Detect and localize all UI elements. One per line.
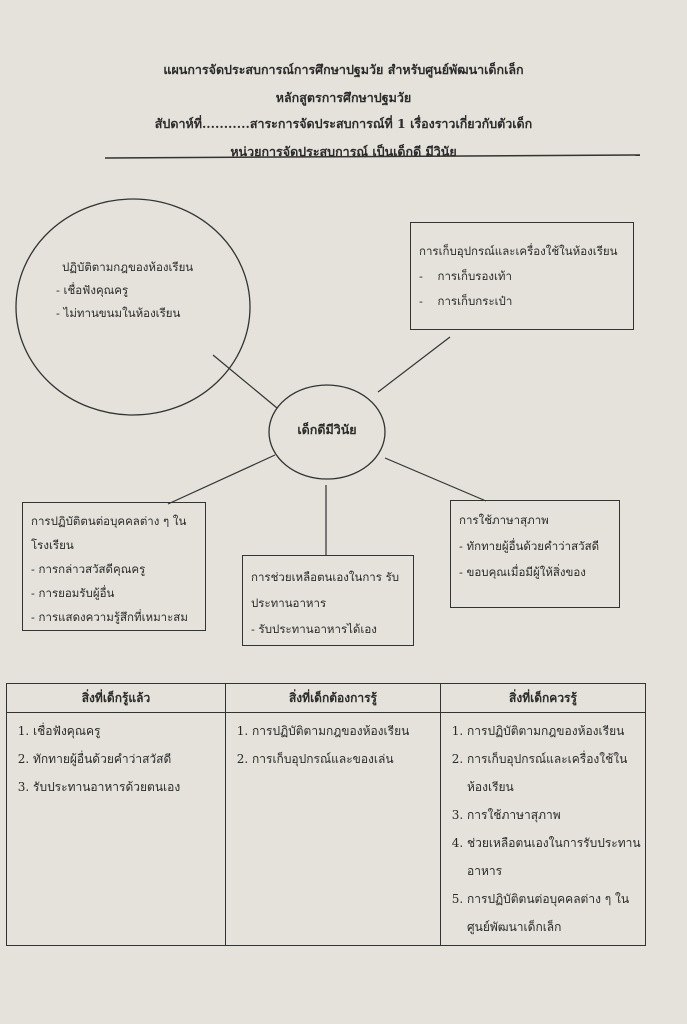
unit-title: หน่วยการจัดประสบการณ์ เป็นเด็กดี มีวินัย (230, 144, 457, 159)
cell-want-to-know: การปฏิบัติตามกฎของห้องเรียน การเก็บอุปกร… (225, 712, 441, 946)
connector (384, 457, 487, 502)
list-item: ช่วยเหลือตนเองในการรับประทานอาหาร (467, 829, 641, 885)
center-circle (268, 384, 386, 480)
node-item: - ทักทายผู้อื่นด้วยคำว่าสวัสดี (459, 539, 600, 553)
node-self-help-eating: การช่วยเหลือตนเองในการ รับประทานอาหาร - … (242, 555, 414, 646)
node-title: ปฏิบัติตามกฎของห้องเรียน (62, 260, 194, 274)
connector (167, 454, 276, 505)
node-item: - ไม่ทานขนมในห้องเรียน (56, 306, 181, 320)
kwl-table: สิ่งที่เด็กรู้แล้ว สิ่งที่เด็กต้องการรู้… (6, 683, 646, 946)
header-divider (104, 154, 641, 159)
table-row: เชื่อฟังคุณครู ทักทายผู้อื่นด้วยคำว่าสวั… (6, 712, 646, 946)
node-title: การใช้ภาษาสุภาพ (459, 513, 549, 527)
cell-should-know: การปฏิบัติตามกฎของห้องเรียน การเก็บอุปกร… (440, 712, 646, 946)
list-item: เชื่อฟังคุณครู (33, 717, 221, 745)
node-polite-language: การใช้ภาษาสุภาพ - ทักทายผู้อื่นด้วยคำว่า… (450, 500, 620, 608)
node-item: - การกล่าวสวัสดีคุณครู (31, 562, 146, 576)
list-item: ทักทายผู้อื่นด้วยคำว่าสวัสดี (33, 745, 221, 773)
node-item: - รับประทานอาหารได้เอง (251, 622, 377, 636)
connector (377, 336, 451, 393)
node-item: - การยอมรับผู้อื่น (31, 586, 115, 600)
center-topic: เด็กดีมีวินัย (297, 422, 357, 437)
node-item: - การแสดงความรู้สึกที่เหมาะสม (31, 610, 188, 624)
week-topic: สัปดาห์ที่...........สาระการจัดประสบการณ… (154, 116, 533, 131)
header-should-know: สิ่งที่เด็กควรรู้ (440, 683, 646, 713)
header-want-to-know: สิ่งที่เด็กต้องการรู้ (225, 683, 441, 713)
list-item: การเก็บอุปกรณ์และเครื่องใช้ในห้องเรียน (467, 745, 641, 801)
node-classroom-rules: ปฏิบัติตามกฎของห้องเรียน - เชื่อฟังคุณคร… (56, 256, 194, 325)
list-item: การปฏิบัติตามกฎของห้องเรียน (467, 717, 641, 745)
list-item: การปฏิบัติตนต่อบุคคลต่าง ๆ ในศูนย์พัฒนาเ… (467, 885, 641, 941)
plan-title: แผนการจัดประสบการณ์การศึกษาปฐมวัย สำหรับ… (163, 62, 524, 77)
node-item: - ขอบคุณเมื่อมีผู้ให้สิ่งของ (459, 565, 586, 579)
header-known: สิ่งที่เด็กรู้แล้ว (6, 683, 226, 713)
mindmap-lines (15, 154, 641, 556)
list-item: รับประทานอาหารด้วยตนเอง (33, 773, 221, 801)
node-title: การปฏิบัติตนต่อบุคคลต่าง ๆ ใน โรงเรียน (31, 514, 187, 552)
list-item: การเก็บอุปกรณ์และของเล่น (252, 745, 436, 773)
node-behavior-to-others: การปฏิบัติตนต่อบุคคลต่าง ๆ ใน โรงเรียน -… (22, 502, 206, 631)
node-storing-equipment: การเก็บอุปกรณ์และเครื่องใช้ในห้องเรียน -… (410, 222, 634, 330)
node-ellipse (15, 198, 251, 416)
node-item: - เชื่อฟังคุณครู (56, 283, 129, 297)
cell-known: เชื่อฟังคุณครู ทักทายผู้อื่นด้วยคำว่าสวั… (6, 712, 226, 946)
connector (212, 354, 278, 409)
node-item: - การเก็บรองเท้า (419, 269, 512, 283)
list-item: การปฏิบัติตามกฎของห้องเรียน (252, 717, 436, 745)
node-title: การช่วยเหลือตนเองในการ รับประทานอาหาร (251, 570, 400, 610)
node-item: - การเก็บกระเป๋า (419, 294, 513, 308)
node-title: การเก็บอุปกรณ์และเครื่องใช้ในห้องเรียน (419, 244, 618, 258)
curriculum-title: หลักสูตรการศึกษาปฐมวัย (275, 90, 412, 105)
list-item: การใช้ภาษาสุภาพ (467, 801, 641, 829)
table-header-row: สิ่งที่เด็กรู้แล้ว สิ่งที่เด็กต้องการรู้… (6, 683, 646, 713)
